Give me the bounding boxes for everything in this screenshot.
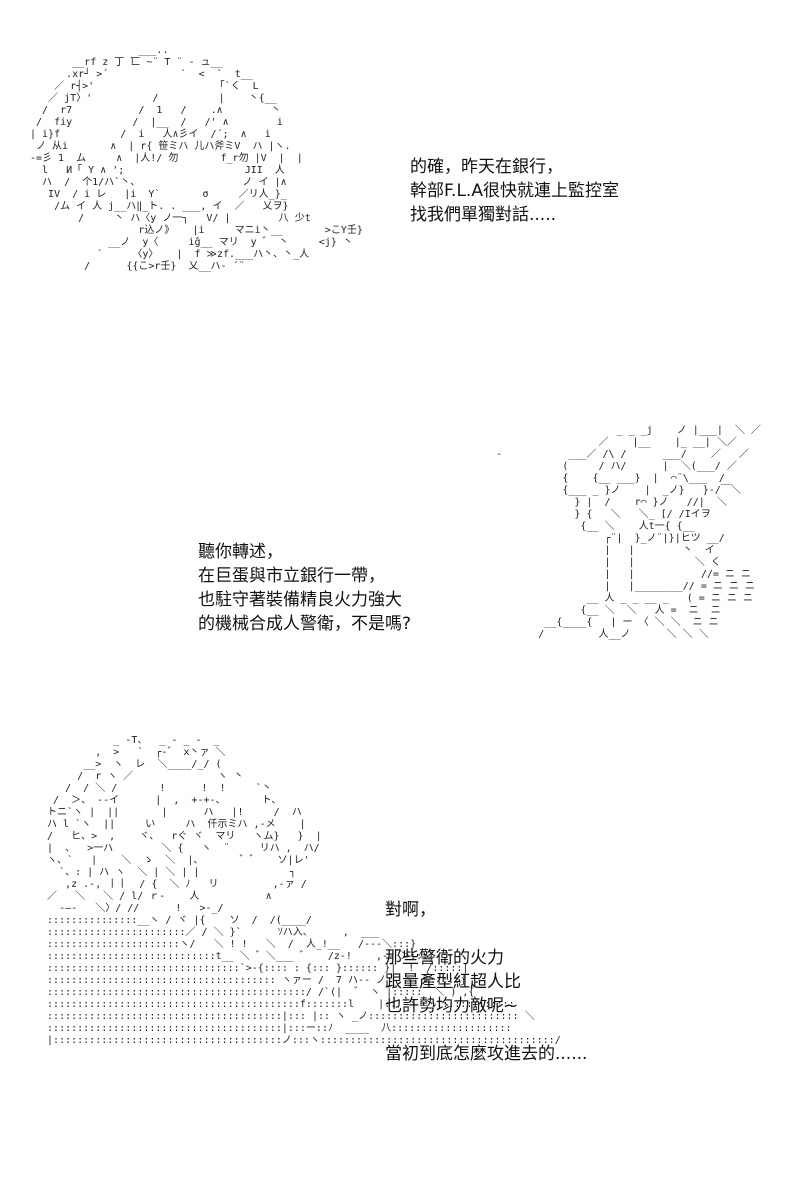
ascii-art-character-2: _ _ _j ノ |___| ＼ ／ ／ |__ |_ __| ＼／ - ___…	[496, 425, 761, 640]
dialogue-line	[385, 922, 587, 946]
dialogue-line: 聽你轉述，	[198, 542, 283, 562]
dialogue-line: 對啊，	[385, 900, 436, 920]
dialogue-2: 聽你轉述， 在巨蛋與市立銀行一帶， 也駐守著裝備精良火力強大的機械合成人警衛，不是嗎…	[198, 540, 411, 636]
dialogue-line: 幹部F.L.A很快就連上監控室	[410, 181, 619, 201]
dialogue-3: 對啊， 那些警衛的火力跟量產型紅超人比也許勢均力敵呢~ 當初到底怎麼攻進去的..…	[385, 898, 587, 1066]
dialogue-1: 的確，昨天在銀行， 幹部F.L.A很快就連上監控室找我們單獨對話.....	[410, 155, 619, 227]
dialogue-line: 找我們單獨對話.....	[410, 205, 557, 225]
dialogue-line: 在巨蛋與市立銀行一帶，	[198, 566, 385, 586]
ascii-art-character-3: _ -T、 _ - _ - _ , > ` ┌-゛ x丶ァ ＼ __> ヽ レ …	[47, 735, 561, 1046]
dialogue-line: 的確，昨天在銀行，	[410, 157, 563, 177]
dialogue-line: 當初到底怎麼攻進去的......	[385, 1044, 588, 1064]
dialogue-line: 那些警衛的火力	[385, 948, 504, 968]
dialogue-line: 的機械合成人警衛，不是嗎?	[198, 614, 412, 634]
dialogue-line: 也駐守著裝備精良火力強大	[198, 590, 402, 610]
dialogue-line	[385, 1018, 587, 1042]
dialogue-line: 跟量產型紅超人比	[385, 972, 521, 992]
dialogue-line: 也許勢均力敵呢~	[385, 996, 519, 1016]
ascii-art-character-1: ___.. __rf z 丁 匸 ~¨ T ¨ ‐ ュ__ .xr┘ >´ ` …	[30, 45, 363, 272]
